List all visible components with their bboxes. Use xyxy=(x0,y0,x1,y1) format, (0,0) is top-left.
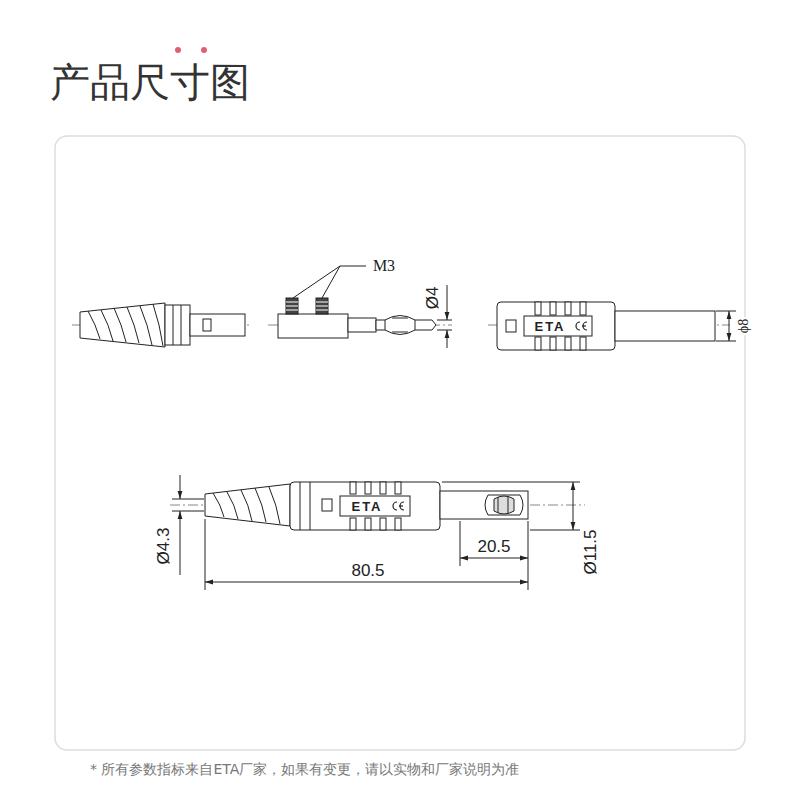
page-title: 产品尺寸图 xyxy=(50,62,250,102)
thread-label: M3 xyxy=(371,257,397,275)
dimension: 20.5 xyxy=(475,537,512,556)
dimension: 80.5 xyxy=(349,561,386,580)
logo-text: ETA xyxy=(349,499,384,514)
dot xyxy=(201,47,207,53)
logo-text: ETA xyxy=(532,319,567,334)
dimension: Ø4 xyxy=(423,285,442,312)
dimension: ϕ8 xyxy=(736,317,752,335)
plug-views xyxy=(72,266,736,590)
panel xyxy=(55,136,745,750)
dimension: Ø4.3 xyxy=(154,526,173,567)
footnote: * 所有参数指标来自ETA厂家，如果有变更，请以实物和厂家说明为准 xyxy=(90,762,519,776)
dimension: Ø11.5 xyxy=(581,527,600,576)
dot xyxy=(175,47,181,53)
